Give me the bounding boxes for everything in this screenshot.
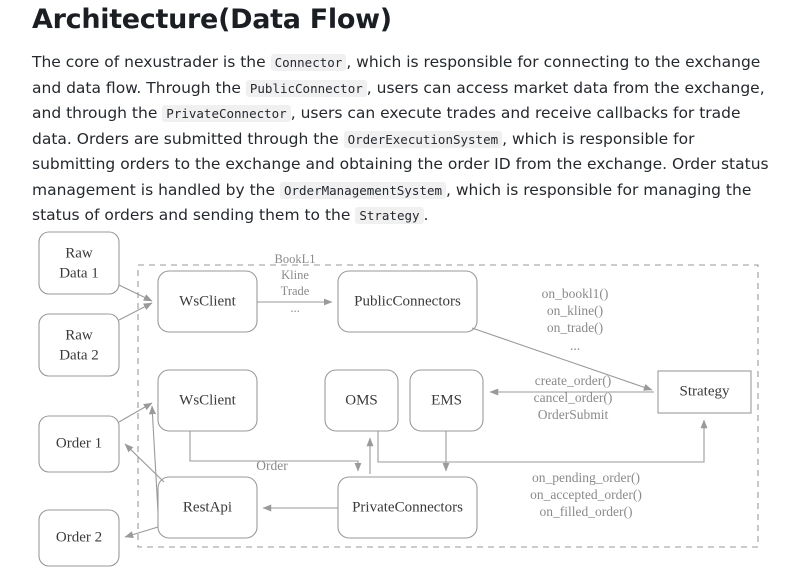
node-order-2-label: Order 2: [56, 529, 102, 545]
inline-code-publicconnector: PublicConnector: [245, 79, 367, 97]
edge-public-connectors-to-strategy: [471, 327, 653, 391]
edge-rest-api-to-order-1: [124, 443, 165, 483]
node-raw-data-1: Raw Data 1: [38, 231, 120, 295]
node-ems-label: EMS: [431, 392, 462, 408]
edge-label-on-kline: on_kline(): [547, 303, 603, 318]
inline-code-ordermanagementsystem: OrderManagementSystem: [279, 181, 447, 199]
edge-label-market-data-trade: Trade: [281, 284, 310, 298]
edge-label-create-order: create_order(): [535, 373, 611, 388]
node-raw-data-1-label-line1: Raw: [65, 245, 93, 261]
node-rest-api-label: RestApi: [183, 499, 232, 515]
paragraph-text-12: .: [423, 206, 429, 224]
edge-label-on-trade: on_trade(): [547, 320, 603, 335]
node-order-2: Order 2: [38, 509, 120, 567]
paragraph-text-8: , which is responsible for submitting or…: [32, 129, 769, 199]
node-rest-api: RestApi: [157, 476, 258, 539]
paragraph-text-6: , users can execute trades and receive c…: [32, 104, 741, 148]
node-ems: EMS: [409, 369, 484, 432]
edge-order-2-to-ws-client-private: [148, 405, 159, 513]
paragraph-text-0: The core of nexustrader is the: [32, 53, 271, 71]
paragraph-text-2: , which is responsible for connecting to…: [32, 53, 761, 97]
edge-label-on-accepted-order: on_accepted_order(): [530, 487, 642, 502]
edge-label-callbacks-more: ...: [570, 338, 580, 353]
edge-label-market-data-bookl1: BookL1: [275, 252, 316, 266]
edge-raw-data-1-to-ws-client: [118, 284, 153, 302]
edge-oms-to-strategy: [377, 419, 708, 463]
node-order-1: Order 1: [38, 415, 120, 473]
node-private-connectors-label: PrivateConnectors: [352, 499, 463, 515]
node-order-1-label: Order 1: [56, 435, 102, 451]
system-boundary: [137, 264, 759, 548]
node-ws-client-private: WsClient: [157, 369, 258, 432]
paragraph-text-4: , users can access market data from the …: [32, 78, 765, 123]
inline-code-connector: Connector: [270, 54, 347, 71]
node-raw-data-2-label-line2: Data 2: [59, 347, 99, 363]
edge-order-1-to-ws-client-private: [118, 402, 153, 423]
paragraph-text-10: , which is responsible for managing the …: [32, 180, 752, 225]
node-raw-data-2: Raw Data 2: [38, 313, 120, 377]
node-private-connectors: PrivateConnectors: [337, 476, 478, 539]
node-public-connectors: PublicConnectors: [337, 270, 478, 333]
intro-paragraph: The core of nexustrader is the Connector…: [32, 50, 769, 229]
edge-label-on-pending-order: on_pending_order(): [532, 470, 640, 485]
inline-code-orderexecutionsystem: OrderExecutionSystem: [343, 130, 503, 148]
edge-label-order-flow: Order: [256, 458, 288, 473]
node-strategy-label: Strategy: [680, 383, 730, 399]
node-ws-client-private-label: WsClient: [179, 392, 236, 408]
node-raw-data-1-label-line2: Data 1: [59, 265, 99, 281]
node-ws-client-public-label: WsClient: [179, 293, 236, 309]
node-ws-client-public: WsClient: [157, 270, 258, 333]
edge-label-market-data-kline: Kline: [281, 268, 309, 282]
edge-ws-client-private-to-private-connectors: [189, 431, 362, 472]
edge-label-on-filled-order: on_filled_order(): [540, 504, 633, 519]
edge-label-market-data-more: ...: [290, 301, 299, 315]
node-oms: OMS: [324, 369, 399, 432]
page-title: Architecture(Data Flow): [32, 4, 392, 35]
edge-label-cancel-order: cancel_order(): [534, 390, 613, 405]
edge-rest-api-to-order-2: [124, 526, 159, 538]
inline-code-strategy: Strategy: [355, 207, 424, 224]
edge-label-order-submit: OrderSubmit: [538, 407, 609, 422]
node-public-connectors-label: PublicConnectors: [354, 293, 461, 309]
edge-raw-data-2-to-ws-client: [118, 302, 153, 321]
edge-label-on-bookl1: on_bookl1(): [542, 286, 609, 301]
node-raw-data-2-label-line1: Raw: [65, 327, 93, 343]
node-strategy: Strategy: [657, 370, 752, 414]
node-oms-label: OMS: [345, 392, 378, 408]
inline-code-privateconnector: PrivateConnector: [162, 105, 291, 122]
architecture-data-flow-diagram: Raw Data 1 Raw Data 2 Order 1 Order 2 Ws…: [0, 222, 800, 582]
